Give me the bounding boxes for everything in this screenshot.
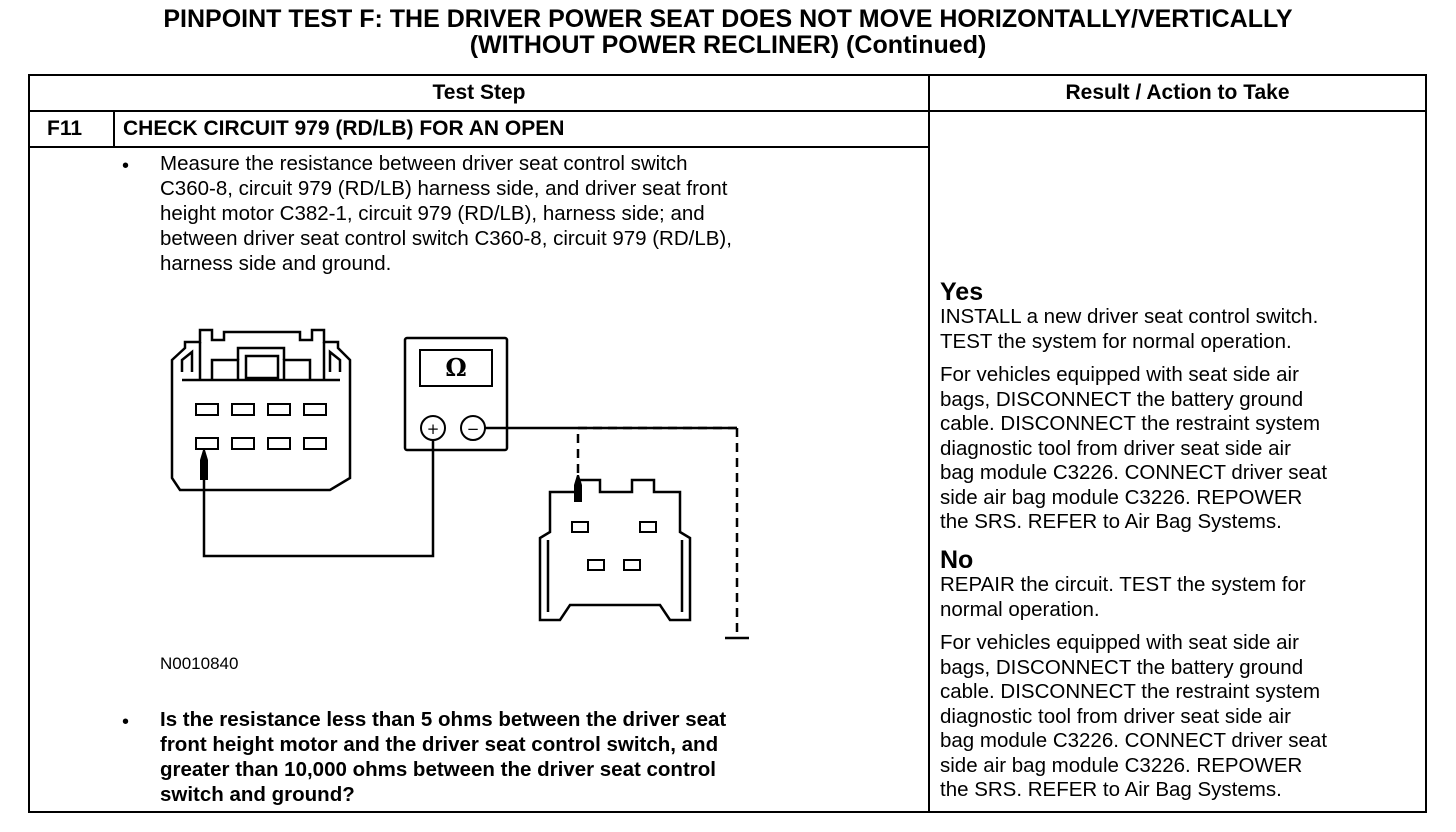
ground-icon	[725, 636, 749, 640]
question-text: Is the resistance less than 5 ohms betwe…	[160, 707, 726, 807]
instruction-bullet: •	[122, 155, 130, 177]
step-id: F11	[47, 117, 83, 140]
result-no-note: bags, DISCONNECT the battery ground	[940, 655, 1304, 679]
probe-left-icon	[200, 450, 208, 480]
result-no-action: normal operation.	[940, 597, 1100, 621]
wiring-diagram: Ω + −	[170, 328, 749, 640]
instruction-line: between driver seat control switch C360-…	[160, 227, 732, 250]
result-no-note: bag module C3226. CONNECT driver seat	[940, 729, 1328, 752]
question-line: greater than 10,000 ohms between the dri…	[160, 758, 716, 781]
result-yes-note: side air bag module C3226. REPOWER	[940, 485, 1303, 509]
result-no-note: cable. DISCONNECT the restraint system	[940, 680, 1321, 703]
switch-connector-c360	[170, 328, 352, 492]
instruction-line: C360-8, circuit 979 (RD/LB) harness side…	[160, 177, 728, 200]
motor-connector-c382	[538, 478, 692, 622]
question-bullet: •	[122, 711, 130, 733]
step-title: CHECK CIRCUIT 979 (RD/LB) FOR AN OPEN	[123, 117, 565, 140]
result-no-note: side air bag module C3226. REPOWER	[940, 753, 1303, 777]
step-row-divider	[30, 146, 928, 148]
question-line: Is the resistance less than 5 ohms betwe…	[160, 708, 727, 731]
instruction-text: Measure the resistance between driver se…	[160, 151, 732, 276]
pinpoint-table: Test Step Result / Action to Take F11 CH…	[28, 74, 1427, 813]
result-yes-note: cable. DISCONNECT the restraint system	[940, 412, 1321, 435]
result-yes-label: Yes	[940, 278, 984, 306]
result-yes-note: diagnostic tool from driver seat side ai…	[940, 436, 1291, 460]
result-no-note: For vehicles equipped with seat side air	[940, 631, 1299, 654]
result-no: No REPAIR the circuit. TEST the system f…	[940, 548, 1425, 803]
result-no-note: diagnostic tool from driver seat side ai…	[940, 704, 1291, 728]
question-line: front height motor and the driver seat c…	[160, 733, 719, 756]
result-no-action: REPAIR the circuit. TEST the system for	[940, 573, 1306, 596]
header-test-step: Test Step	[432, 81, 526, 104]
probe-right-icon	[574, 475, 582, 502]
positive-test-lead	[202, 440, 435, 558]
result-no-note: the SRS. REFER to Air Bag Systems.	[940, 778, 1282, 801]
ohm-symbol: Ω	[445, 353, 466, 382]
title-line-2: (WITHOUT POWER RECLINER) (Continued)	[469, 31, 987, 59]
result-yes-action: INSTALL a new driver seat control switch…	[940, 305, 1319, 328]
minus-terminal-label: −	[467, 420, 480, 438]
result-yes-action: TEST the system for normal operation.	[940, 329, 1292, 353]
title-line-1: PINPOINT TEST F: THE DRIVER POWER SEAT D…	[163, 5, 1293, 33]
result-yes-note: For vehicles equipped with seat side air	[940, 363, 1299, 386]
step-id-divider	[113, 110, 115, 146]
header-result-action: Result / Action to Take	[1065, 81, 1290, 104]
instruction-line: harness side and ground.	[160, 252, 392, 275]
question-line: switch and ground?	[160, 783, 355, 806]
header-divider	[30, 110, 1425, 112]
ohmmeter	[403, 336, 509, 452]
result-no-label: No	[940, 546, 974, 574]
figure-id: N0010840	[160, 654, 239, 673]
column-divider	[928, 76, 930, 811]
result-yes-note: the SRS. REFER to Air Bag Systems.	[940, 510, 1282, 533]
result-yes-note: bags, DISCONNECT the battery ground	[940, 387, 1304, 411]
result-yes: Yes INSTALL a new driver seat control sw…	[940, 280, 1425, 535]
probe-lead-dashed	[576, 426, 737, 488]
result-yes-note: bag module C3226. CONNECT driver seat	[940, 461, 1328, 484]
instruction-line: height motor C382-1, circuit 979 (RD/LB)…	[160, 202, 705, 225]
page-title: PINPOINT TEST F: THE DRIVER POWER SEAT D…	[0, 6, 1456, 58]
instruction-line: Measure the resistance between driver se…	[160, 152, 688, 175]
plus-terminal-label: +	[427, 420, 440, 438]
